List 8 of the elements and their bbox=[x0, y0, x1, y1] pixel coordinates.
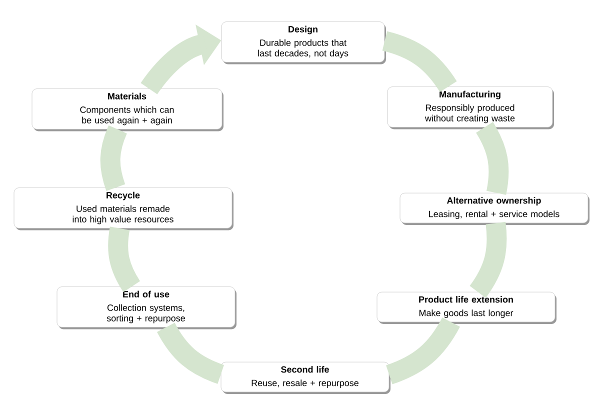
stage-box: Materials Components which can be used again + again bbox=[32, 88, 224, 132]
stage-box: Recycle Used materials remade into high value resources bbox=[14, 188, 234, 230]
stage-box: Manufacturing Responsibly produced without creating waste bbox=[387, 86, 554, 130]
stage-box: Alternative ownership Leasing, rental + service models bbox=[400, 192, 590, 225]
stage-box: End of use Collection systems, sorting + repurpose bbox=[56, 286, 236, 330]
stage-box: Product life extension Make goods last longer bbox=[376, 292, 556, 324]
stage-box: Second life Reuse, resale + repurpose bbox=[220, 362, 390, 394]
stage-box: Design Durable products that last decades, not days bbox=[221, 22, 386, 64]
